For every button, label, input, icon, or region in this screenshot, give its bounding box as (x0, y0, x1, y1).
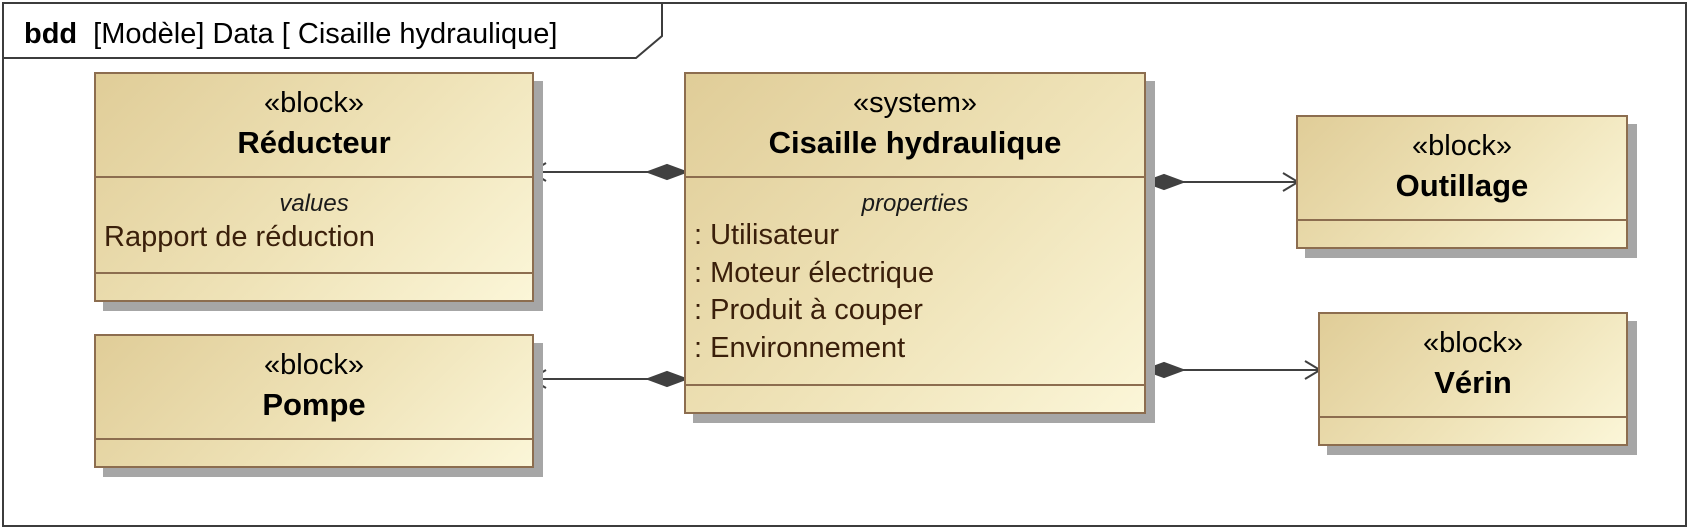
block-pompe[interactable]: «block» Pompe (94, 334, 534, 468)
block-name: Réducteur (237, 125, 391, 160)
frame-header-tab (4, 4, 663, 59)
block-header: «block» Outillage (1298, 117, 1626, 205)
block-stereotype: «block» (1412, 130, 1512, 162)
block-header: «system» Cisaille hydraulique (686, 74, 1144, 162)
block-stereotype: «system» (852, 87, 978, 119)
compartment-divider (686, 384, 1144, 386)
block-cisaille-hydraulique[interactable]: «system» Cisaille hydraulique properties… (684, 72, 1146, 414)
composition-pompe[interactable] (529, 369, 689, 389)
frame-title: bdd [Modèle] Data [ Cisaille hydraulique] (24, 16, 557, 52)
compartment-title: values (279, 190, 349, 217)
composition-reducteur[interactable] (529, 162, 689, 182)
compartment-divider (96, 176, 532, 178)
block-verin[interactable]: «block» Vérin (1318, 312, 1628, 446)
block-stereotype: «block» (1423, 327, 1523, 359)
block-header: «block» Réducteur (96, 74, 532, 162)
block-name: Vérin (1434, 365, 1512, 400)
block-name: Pompe (262, 387, 366, 422)
compartment-divider (686, 176, 1144, 178)
block-header: «block» Vérin (1320, 314, 1626, 402)
frame-kind: bdd (24, 18, 78, 50)
value-item: Rapport de réduction (104, 221, 375, 253)
compartment-divider (1320, 416, 1626, 418)
compartment-title: properties (861, 190, 969, 217)
block-name: Outillage (1395, 168, 1529, 203)
compartment-divider (96, 272, 532, 274)
composition-outillage[interactable] (1142, 172, 1300, 192)
block-outillage[interactable]: «block» Outillage (1296, 115, 1628, 249)
compartment-divider (96, 438, 532, 440)
composition-verin[interactable] (1142, 360, 1322, 380)
block-stereotype: «block» (264, 349, 364, 381)
block-header: «block» Pompe (96, 336, 532, 424)
property-item: : Environnement (694, 332, 906, 364)
block-reducteur[interactable]: «block» Réducteur values Rapport de rédu… (94, 72, 534, 302)
property-item: : Produit à couper (694, 294, 923, 326)
frame-name: [Modèle] Data [ Cisaille hydraulique] (93, 18, 558, 50)
property-item: : Moteur électrique (694, 257, 935, 289)
compartment-divider (1298, 219, 1626, 221)
property-item: : Utilisateur (694, 219, 840, 251)
block-name: Cisaille hydraulique (768, 125, 1062, 160)
block-stereotype: «block» (264, 87, 364, 119)
